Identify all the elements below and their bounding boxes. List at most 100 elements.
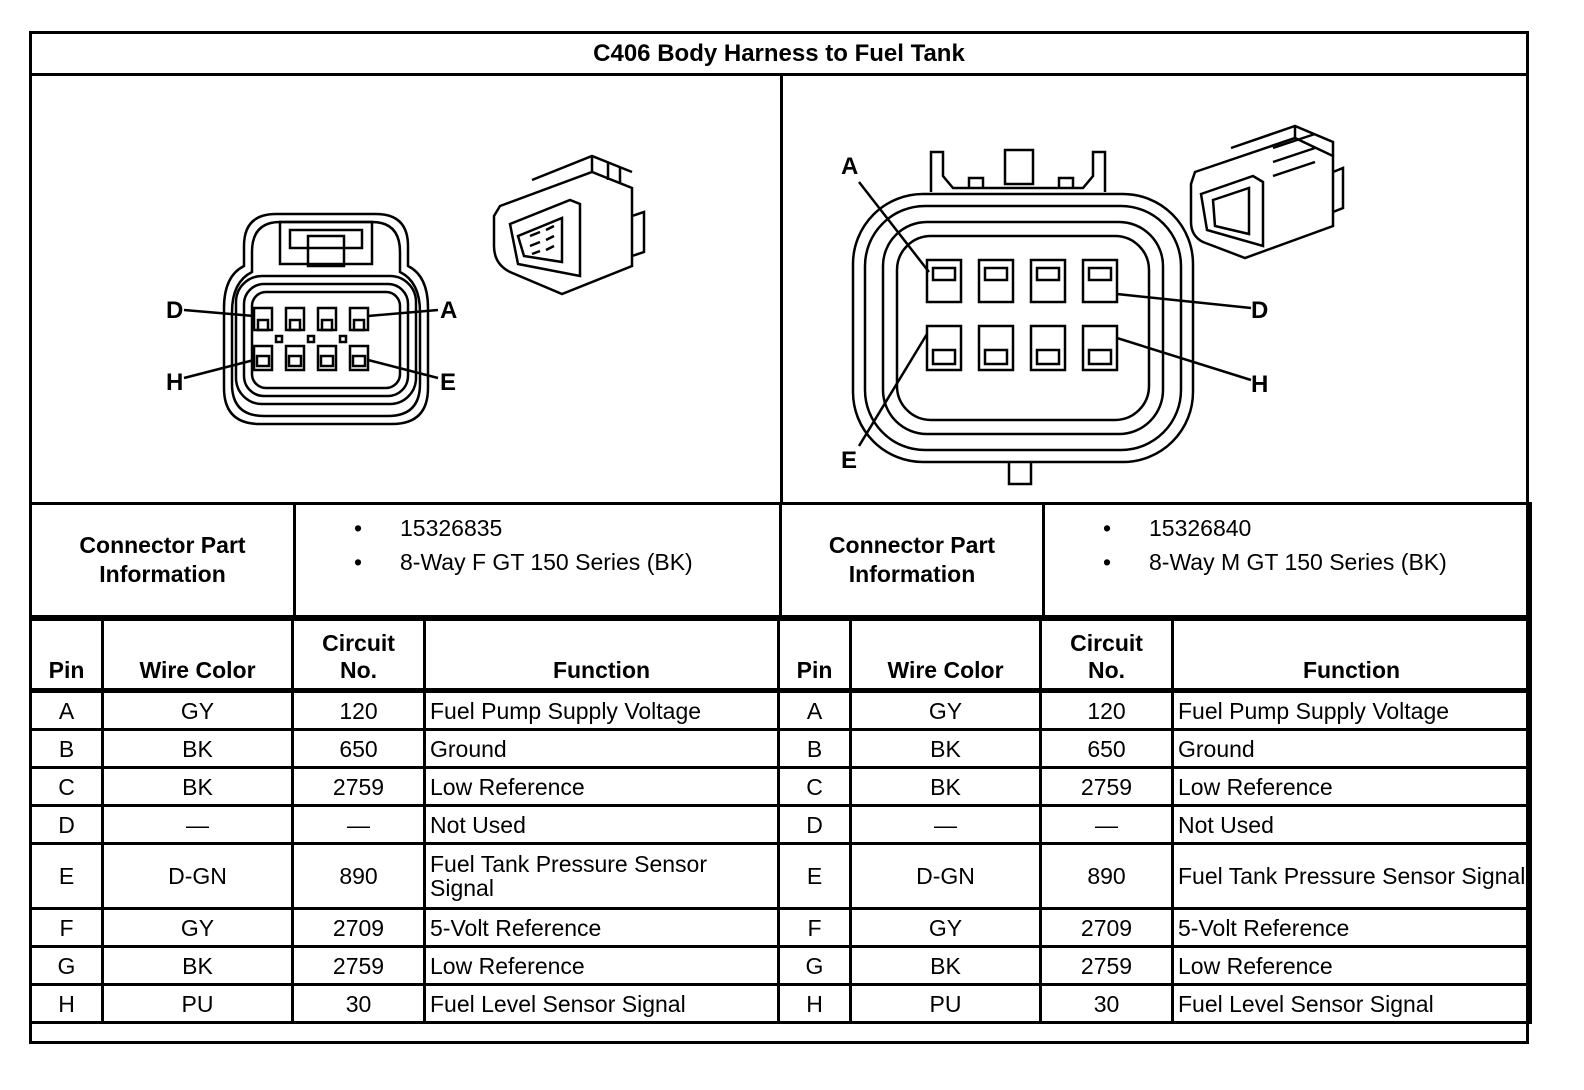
female-connector-drawing: D A H E xyxy=(166,154,646,426)
pin-cell: B xyxy=(29,728,104,769)
pin-label-a: A xyxy=(440,297,457,324)
connector-part-info: 15326840 8-Way M GT 150 Series (BK) xyxy=(1042,502,1532,618)
wire-color-cell: BK xyxy=(101,945,294,986)
pin-cell: A xyxy=(777,688,852,731)
pin-label-e: E xyxy=(440,369,456,396)
pin-cell: A xyxy=(29,688,104,731)
function-cell: Low Reference xyxy=(423,945,780,986)
connector-info-label: Connector Part Information xyxy=(779,502,1045,618)
pinout-sheet: C406 Body Harness to Fuel Tank xyxy=(29,31,1532,1044)
pin-cavities-bottom xyxy=(252,334,370,372)
circuit-cell: 120 xyxy=(1039,688,1174,731)
connector-info-label: Connector Part Information xyxy=(29,502,296,618)
connector-face-male: A D E H xyxy=(783,76,1526,502)
wire-color-cell: GY xyxy=(849,688,1042,731)
connector-part-info: 15326835 8-Way F GT 150 Series (BK) xyxy=(293,502,782,618)
page-title: C406 Body Harness to Fuel Tank xyxy=(32,34,1526,76)
header-wire-color: Wire Color xyxy=(101,618,294,692)
pin-cell: F xyxy=(777,907,852,948)
function-cell: Fuel Tank Pressure Sensor Signal xyxy=(1171,842,1532,910)
circuit-cell: 890 xyxy=(291,842,426,910)
part-description: 8-Way M GT 150 Series (BK) xyxy=(1103,545,1529,579)
function-cell: Fuel Level Sensor Signal xyxy=(423,983,780,1024)
wire-color-cell: GY xyxy=(101,688,294,731)
male-connector-drawing: A D E H xyxy=(841,124,1345,486)
function-cell: Low Reference xyxy=(1171,945,1532,986)
circuit-cell: 650 xyxy=(291,728,426,769)
circuit-cell: 2759 xyxy=(291,945,426,986)
info-label-line2: Information xyxy=(848,561,976,587)
pin-label-a: A xyxy=(841,153,858,180)
part-description: 8-Way F GT 150 Series (BK) xyxy=(354,545,779,579)
part-number: 15326835 xyxy=(354,511,779,545)
function-cell: Low Reference xyxy=(423,766,780,807)
connector-face-female: D A H E xyxy=(32,76,783,502)
pin-cell: E xyxy=(29,842,104,910)
pin-cell: E xyxy=(777,842,852,910)
pin-label-e: E xyxy=(841,447,857,474)
pin-label-h: H xyxy=(166,369,183,396)
function-cell: Low Reference xyxy=(1171,766,1532,807)
circuit-cell: 30 xyxy=(1039,983,1174,1024)
pin-cell: H xyxy=(777,983,852,1024)
pin-cell: D xyxy=(777,804,852,845)
wire-color-cell: GY xyxy=(849,907,1042,948)
pin-cell: C xyxy=(29,766,104,807)
pin-label-d: D xyxy=(166,297,183,324)
header-wire-color: Wire Color xyxy=(849,618,1042,692)
wire-color-cell: BK xyxy=(849,945,1042,986)
pin-label-h: H xyxy=(1251,371,1268,398)
wire-color-cell: D-GN xyxy=(849,842,1042,910)
function-cell: Fuel Level Sensor Signal xyxy=(1171,983,1532,1024)
circuit-cell: 650 xyxy=(1039,728,1174,769)
function-cell: 5-Volt Reference xyxy=(423,907,780,948)
circuit-cell: 2709 xyxy=(291,907,426,948)
header-function: Function xyxy=(423,618,780,692)
pin-cell: C xyxy=(777,766,852,807)
wire-color-cell: — xyxy=(101,804,294,845)
wire-color-cell: BK xyxy=(849,728,1042,769)
wire-color-cell: — xyxy=(849,804,1042,845)
wire-color-cell: PU xyxy=(849,983,1042,1024)
circuit-cell: 30 xyxy=(291,983,426,1024)
pin-cell: F xyxy=(29,907,104,948)
circuit-cell: — xyxy=(1039,804,1174,845)
circuit-cell: 2759 xyxy=(291,766,426,807)
info-label-line1: Connector Part xyxy=(828,532,996,558)
pin-cell: G xyxy=(777,945,852,986)
pin-cavities-bottom xyxy=(925,324,1119,372)
header-function: Function xyxy=(1171,618,1532,692)
header-circuit-line1: Circuit xyxy=(322,630,395,656)
circuit-cell: 2759 xyxy=(1039,945,1174,986)
info-label-line1: Connector Part xyxy=(79,532,246,558)
wire-color-cell: BK xyxy=(101,728,294,769)
function-cell: Fuel Pump Supply Voltage xyxy=(423,688,780,731)
header-pin: Pin xyxy=(29,618,104,692)
function-cell: Fuel Tank Pressure Sensor Signal xyxy=(423,842,780,910)
pin-cavities-top xyxy=(252,306,370,332)
info-label-line2: Information xyxy=(99,561,226,587)
circuit-cell: 890 xyxy=(1039,842,1174,910)
female-connector-sketch xyxy=(492,154,646,296)
header-circuit-line2: No. xyxy=(339,657,378,683)
male-connector-sketch xyxy=(1189,124,1345,260)
function-cell: Ground xyxy=(423,728,780,769)
function-cell: Ground xyxy=(1171,728,1532,769)
housing-outline xyxy=(222,212,430,426)
function-cell: 5-Volt Reference xyxy=(1171,907,1532,948)
function-cell: Fuel Pump Supply Voltage xyxy=(1171,688,1532,731)
pin-cell: H xyxy=(29,983,104,1024)
wire-color-cell: PU xyxy=(101,983,294,1024)
circuit-cell: 2759 xyxy=(1039,766,1174,807)
pin-cell: G xyxy=(29,945,104,986)
part-number: 15326840 xyxy=(1103,511,1529,545)
